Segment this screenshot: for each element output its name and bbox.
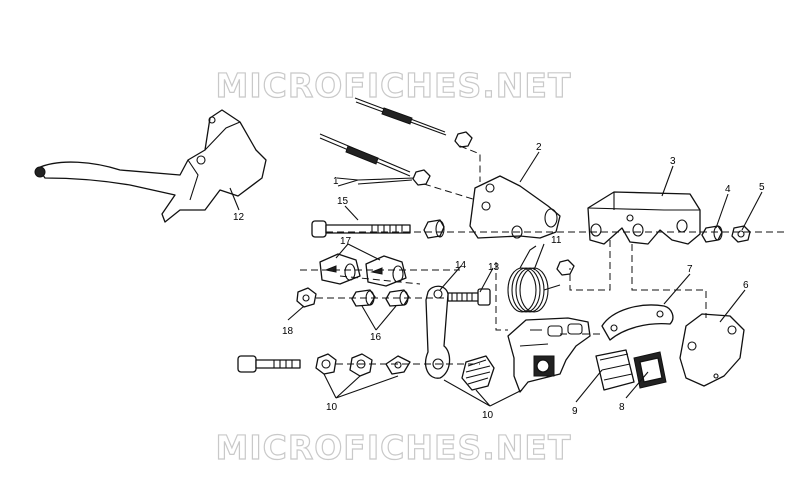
threaded-insert-part [461,355,495,391]
callout-9: 9 [572,406,578,417]
callout-11: 11 [551,235,562,246]
pad-shim-part [601,304,674,341]
mounting-bracket-part [587,191,701,245]
callout-15: 15 [337,196,349,207]
callout-labels: 1 2 3 4 5 6 7 8 9 10 10 11 12 13 14 15 1… [233,142,765,421]
watermark-top: MICROFICHES.NET [215,65,572,105]
bottom-bolt-part [237,355,301,373]
callout-10-right: 10 [482,410,494,421]
callout-12: 12 [233,212,245,223]
spacer-part [423,219,445,239]
washers-part [315,353,411,377]
callout-16: 16 [370,332,382,343]
pivot-block-part [319,253,407,287]
callout-17: 17 [340,236,352,247]
brake-lever-part [34,109,267,223]
callout-2: 2 [536,142,542,153]
callout-3: 3 [670,156,676,167]
callout-6: 6 [743,280,749,291]
caliper-bracket-part [469,175,561,239]
watermark-bottom: MICROFICHES.NET [215,427,572,467]
brake-pad-inner-part [595,349,635,391]
short-bolt-part [447,288,491,306]
long-bolt-part [311,220,411,238]
leader-lines [229,151,763,407]
callout-10-left: 10 [326,402,338,413]
caliper-body-part [507,317,591,393]
bushing-part [701,225,723,243]
locknut-part [296,287,317,308]
nut-part [731,225,751,243]
torsion-spring-part [507,245,575,313]
callout-13: 13 [488,262,500,273]
adjuster-screws-part [319,97,473,186]
callout-1: 1 [333,176,339,187]
callout-8: 8 [619,402,625,413]
callout-14: 14 [455,260,467,271]
callout-4: 4 [725,184,731,195]
assembly-guide-lines [300,145,784,365]
callout-7: 7 [687,264,693,275]
callout-5: 5 [759,182,765,193]
caliper-cover-part [679,313,745,387]
callout-18: 18 [282,326,294,337]
